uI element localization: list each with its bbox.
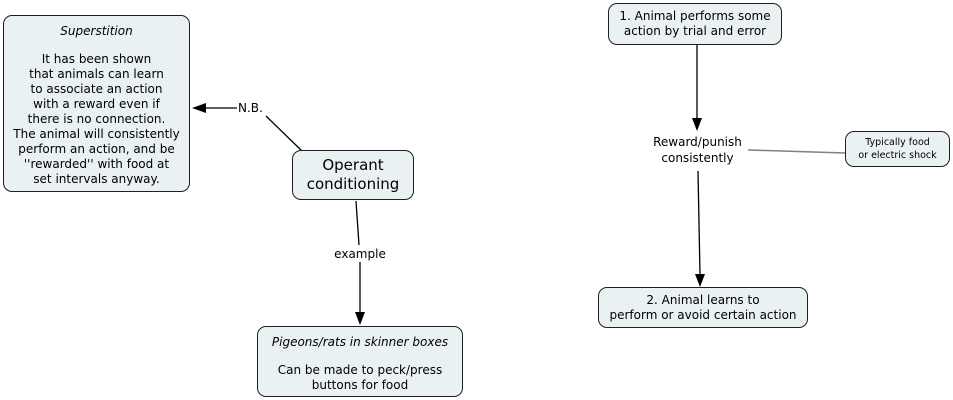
node-step1-trial-and-error[interactable]: 1. Animal performs some action by trial … [608, 3, 782, 45]
step1-arrowhead-down [692, 118, 702, 131]
node-pigeons-body: Can be made to peck/press buttons for fo… [277, 363, 443, 392]
node-superstition-title: Superstition [60, 24, 133, 38]
node-reward-punish-text[interactable]: Reward/punish consistently [653, 135, 742, 165]
typically-connector-line [747, 149, 846, 154]
example-arrowhead-down [355, 312, 365, 325]
node-operant-conditioning[interactable]: Operant conditioning [292, 150, 414, 200]
node-pigeons-skinner-boxes[interactable]: Pigeons/rats in skinner boxes Can be mad… [257, 326, 463, 397]
edge-label-example[interactable]: example [334, 247, 386, 261]
nb-arrowhead-left [192, 103, 206, 113]
reward-arrowhead-down [695, 274, 705, 287]
node-operant-conditioning-label: Operant conditioning [306, 156, 400, 193]
node-typically-label: Typically food or electric shock [858, 137, 937, 161]
node-step2-learns-action[interactable]: 2. Animal learns to perform or avoid cer… [598, 287, 808, 328]
node-typically-food-shock[interactable]: Typically food or electric shock [845, 131, 950, 167]
example-edge-upper-line [355, 200, 360, 246]
nb-edge-diagonal-line [265, 115, 304, 153]
node-step2-label: 2. Animal learns to perform or avoid cer… [609, 292, 797, 322]
node-pigeons-title: Pigeons/rats in skinner boxes [271, 335, 449, 349]
node-step1-label: 1. Animal performs some action by trial … [619, 9, 771, 38]
node-superstition-body: It has been shown that animals can learn… [13, 52, 180, 186]
reward-edge-line [697, 170, 701, 276]
node-superstition[interactable]: Superstition It has been shown that anim… [3, 15, 190, 192]
edge-label-nb[interactable]: N.B. [238, 101, 263, 115]
